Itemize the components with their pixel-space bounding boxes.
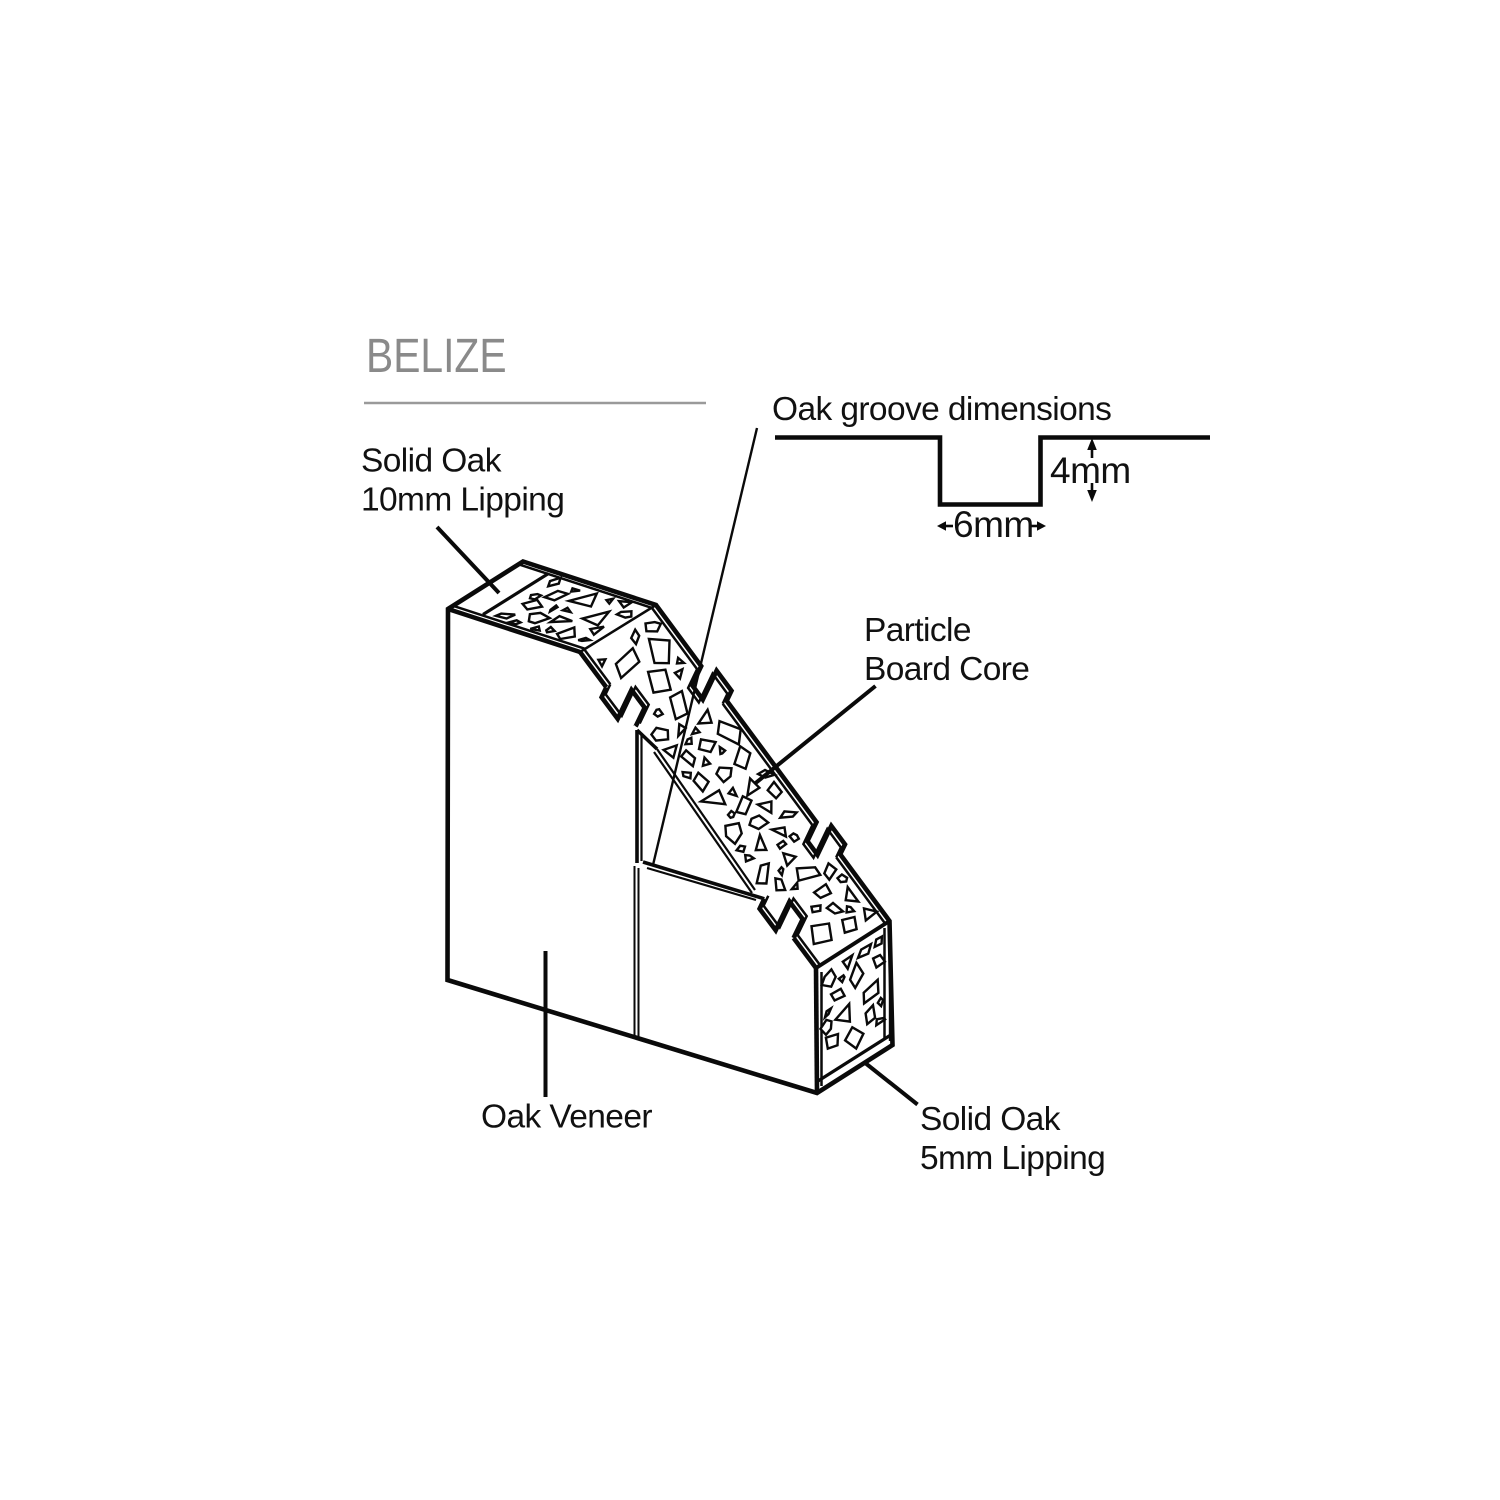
svg-text:Oak Veneer: Oak Veneer	[481, 1099, 652, 1136]
svg-text:Oak groove dimensions: Oak groove dimensions	[772, 391, 1111, 428]
svg-text:BELIZE: BELIZE	[366, 330, 507, 383]
svg-text:6mm: 6mm	[953, 504, 1034, 545]
svg-text:5mm Lipping: 5mm Lipping	[920, 1140, 1105, 1177]
svg-text:Solid Oak: Solid Oak	[361, 443, 502, 480]
svg-text:Board Core: Board Core	[864, 651, 1029, 688]
svg-text:10mm Lipping: 10mm Lipping	[361, 482, 564, 519]
svg-text:Solid Oak: Solid Oak	[920, 1101, 1061, 1138]
svg-text:4mm: 4mm	[1050, 450, 1131, 491]
svg-text:Particle: Particle	[864, 612, 971, 649]
